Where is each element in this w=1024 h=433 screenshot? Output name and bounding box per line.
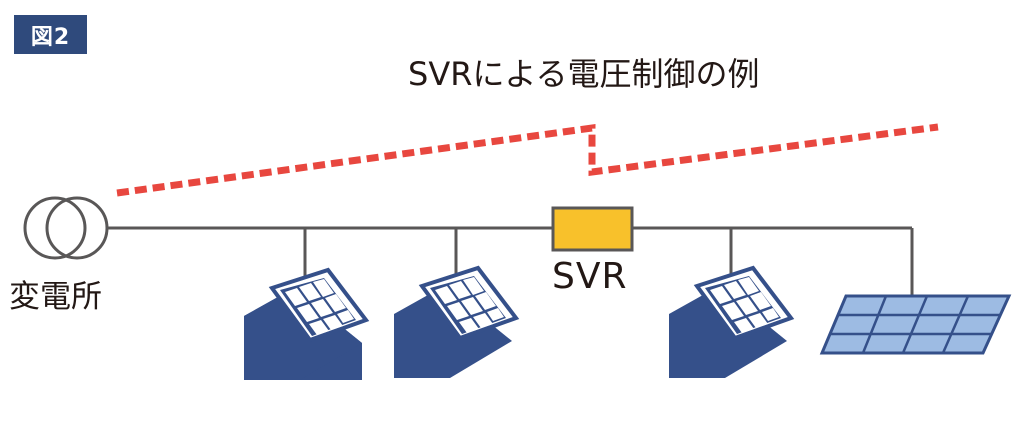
diagram-title: SVRによる電圧制御の例 [408, 55, 760, 93]
svr-label: SVR [552, 256, 628, 297]
substation-label: 変電所 [9, 279, 102, 315]
house-solar-icon [669, 265, 795, 378]
svr-device-icon [551, 206, 634, 252]
figure-label: 図2 [14, 15, 87, 54]
voltage-line [116, 123, 939, 197]
voltage-profile [116, 123, 939, 197]
house-solar-icon [244, 267, 370, 380]
house-solar-icon [394, 265, 520, 378]
solar-farm-icon [819, 294, 1012, 355]
transformer-icon [23, 196, 109, 260]
distribution-line [107, 226, 914, 300]
